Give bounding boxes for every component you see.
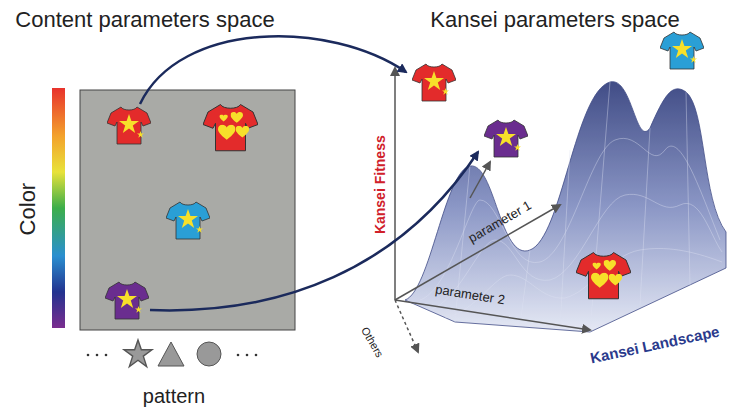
mapping-arrow — [140, 36, 406, 104]
fitness-arrow — [470, 162, 490, 198]
axis-label: Others — [360, 325, 387, 360]
landscape-label: Kansei Landscape — [589, 323, 721, 367]
axes — [395, 68, 590, 352]
kansei-landscape — [405, 82, 726, 332]
red-star-shirt — [107, 107, 151, 144]
red-heart-shirt — [576, 253, 631, 299]
space-title: Kansei parameters space — [430, 8, 679, 32]
pattern-symbols — [124, 340, 221, 367]
axis-label: pattern — [143, 385, 205, 407]
blue-star-shirt — [166, 202, 210, 239]
purple-star-shirt — [484, 120, 528, 157]
blue-star-shirt — [660, 32, 704, 69]
red-heart-shirt — [203, 105, 258, 151]
axis-label: Kansei Fitness — [372, 136, 387, 235]
ellipsis-dots — [87, 354, 258, 357]
color-bar — [52, 88, 65, 328]
mapping-arrow — [150, 152, 478, 310]
space-title: Content parameters space — [15, 8, 275, 32]
axis-label: Color — [16, 183, 40, 236]
purple-star-shirt — [105, 282, 149, 319]
content-space — [80, 90, 295, 330]
red-star-shirt — [412, 64, 456, 101]
